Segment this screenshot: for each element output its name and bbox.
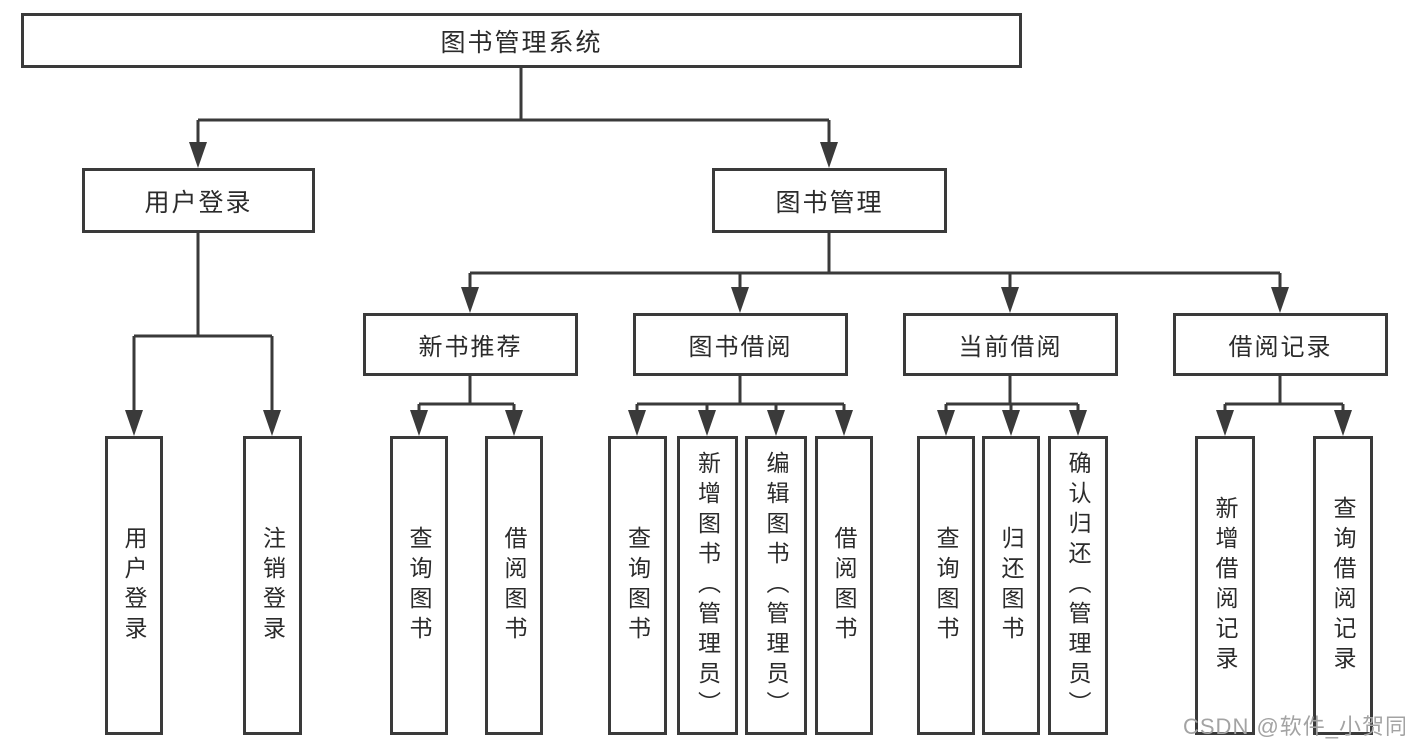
leaf-current-query-books: 查询图书: [917, 436, 975, 735]
leaf-current-confirm-return-admin: 确认归还（管理员）: [1048, 436, 1108, 735]
arrowhead-book-borrowing: [731, 287, 749, 313]
leaf-record-query-borrow-record: 查询借阅记录: [1313, 436, 1373, 735]
arrowhead-borrow-records: [1271, 287, 1289, 313]
arrowhead-borrow-add: [698, 410, 716, 436]
leaf-newrec-borrow-books: 借阅图书: [485, 436, 543, 735]
arrowhead-borrow-borrow: [835, 410, 853, 436]
arrowhead-newrec-query: [410, 410, 428, 436]
node-borrow-records: 借阅记录: [1173, 313, 1388, 376]
node-root: 图书管理系统: [21, 13, 1022, 68]
arrowhead-new-book-recommend: [461, 287, 479, 313]
node-user-login: 用户登录: [82, 168, 315, 233]
arrowhead-borrow-edit: [767, 410, 785, 436]
leaf-borrow-add-books-admin: 新增图书（管理员）: [677, 436, 738, 735]
leaf-current-return-books: 归还图书: [982, 436, 1040, 735]
arrowhead-book-management: [820, 142, 838, 168]
watermark-text: CSDN @软件_小贺同学: [1183, 714, 1405, 739]
arrowhead-current-return: [1002, 410, 1020, 436]
arrowhead-record-query: [1334, 410, 1352, 436]
arrowhead-leaf-logout: [263, 410, 281, 436]
arrowhead-borrow-query: [628, 410, 646, 436]
arrowhead-newrec-borrow: [505, 410, 523, 436]
connector-book-management-to-level2: [461, 232, 1289, 313]
arrowhead-current-query: [937, 410, 955, 436]
leaf-borrow-edit-books-admin: 编辑图书（管理员）: [745, 436, 807, 735]
connector-current-borrowing-to-leaves: [937, 376, 1087, 436]
connector-book-borrowing-to-leaves: [628, 376, 853, 436]
arrowhead-current-confirm: [1069, 410, 1087, 436]
connector-borrow-records-to-leaves: [1216, 376, 1352, 436]
arrowhead-leaf-user-login: [125, 410, 143, 436]
node-book-borrowing: 图书借阅: [633, 313, 848, 376]
leaf-record-add-borrow-record: 新增借阅记录: [1195, 436, 1255, 735]
connector-user-login-to-leaves: [125, 232, 281, 436]
leaf-newrec-query-books: 查询图书: [390, 436, 448, 735]
node-current-borrowing: 当前借阅: [903, 313, 1118, 376]
connector-root-to-level1: [189, 68, 838, 168]
connector-new-book-recommend-to-leaves: [410, 376, 523, 436]
arrowhead-record-add: [1216, 410, 1234, 436]
arrowhead-current-borrowing: [1001, 287, 1019, 313]
node-book-management: 图书管理: [712, 168, 947, 233]
leaf-logout: 注销登录: [243, 436, 302, 735]
leaf-borrow-query-books: 查询图书: [608, 436, 667, 735]
arrowhead-user-login: [189, 142, 207, 168]
leaf-borrow-borrow-books: 借阅图书: [815, 436, 873, 735]
node-new-book-recommend: 新书推荐: [363, 313, 578, 376]
leaf-user-login: 用户登录: [105, 436, 163, 735]
